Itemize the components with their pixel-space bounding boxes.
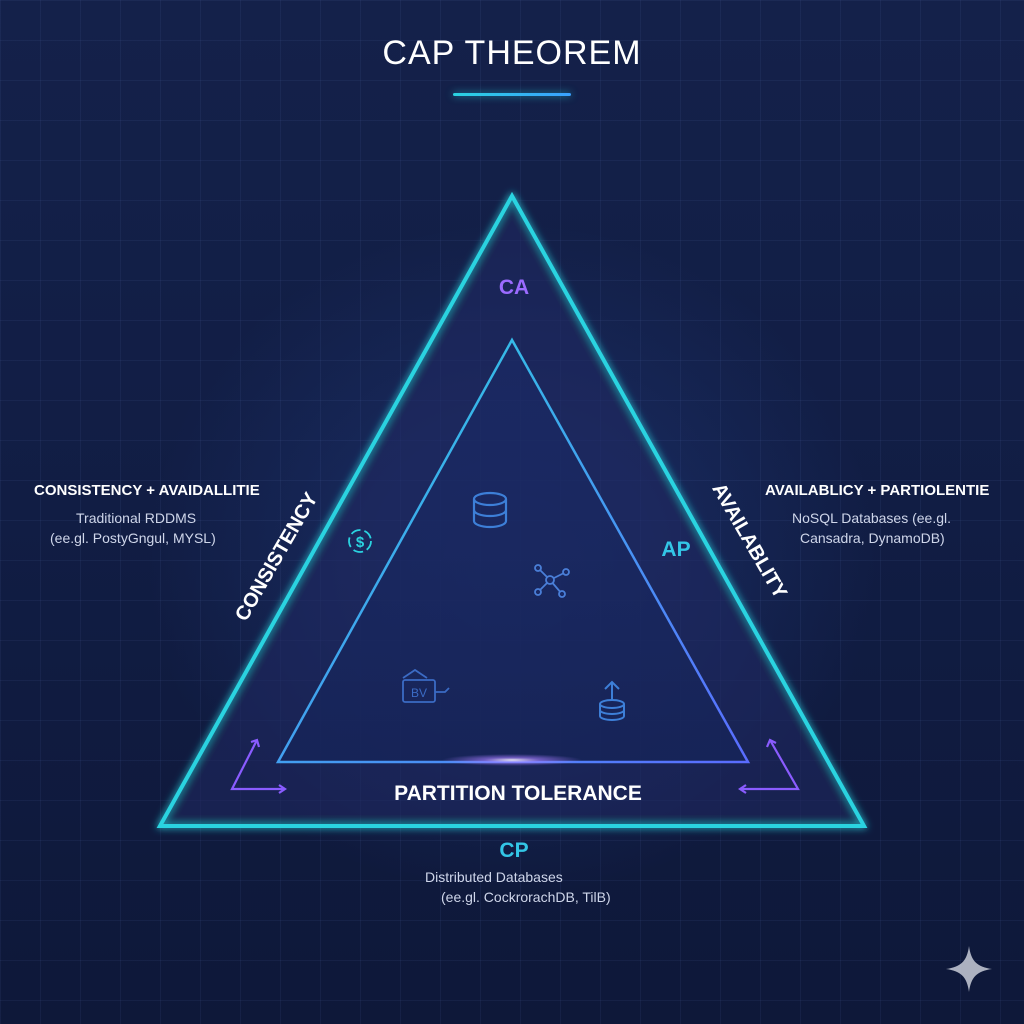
cp-description-line-1: Distributed Databases xyxy=(425,869,563,885)
base-glow xyxy=(442,754,582,766)
ca-description-line-1: Traditional RDDMS xyxy=(76,510,197,526)
network-node-icon xyxy=(534,564,570,598)
bottom-right-corner-arrow-icon xyxy=(738,738,800,794)
cp-description-line-2: (ee.gl. CockrorachDB, TilB) xyxy=(441,889,611,905)
ca-description-line-2: (ee.gl. PostyGngul, MYSL) xyxy=(50,530,216,546)
partition-tolerance-label: PARTITION TOLERANCE xyxy=(394,782,642,805)
consistency-dollar-icon: $ xyxy=(348,529,372,553)
tag-glyph: BV xyxy=(411,686,427,700)
sparkle-icon xyxy=(946,946,992,992)
tag-icon: BV xyxy=(402,668,450,703)
ca-label: CA xyxy=(499,276,529,299)
ap-label: AP xyxy=(661,538,690,561)
database-icon xyxy=(472,491,508,529)
bottom-left-corner-arrow-icon xyxy=(230,738,287,794)
ca-description-title: CONSISTENCY + AVAIDALLITIE xyxy=(34,482,260,499)
dollar-glyph: $ xyxy=(356,534,365,551)
ap-description-line-1: NoSQL Databases (ee.gl. xyxy=(792,510,952,526)
cp-label: CP xyxy=(499,839,528,862)
title-underline xyxy=(453,93,571,96)
page-title: CAP THEOREM xyxy=(382,34,642,72)
upload-database-icon xyxy=(599,680,625,721)
ap-description-line-2: Cansadra, DynamoDB) xyxy=(800,530,945,546)
ap-description-title: AVAILABLICY + PARTIOLENTIE xyxy=(765,482,990,499)
